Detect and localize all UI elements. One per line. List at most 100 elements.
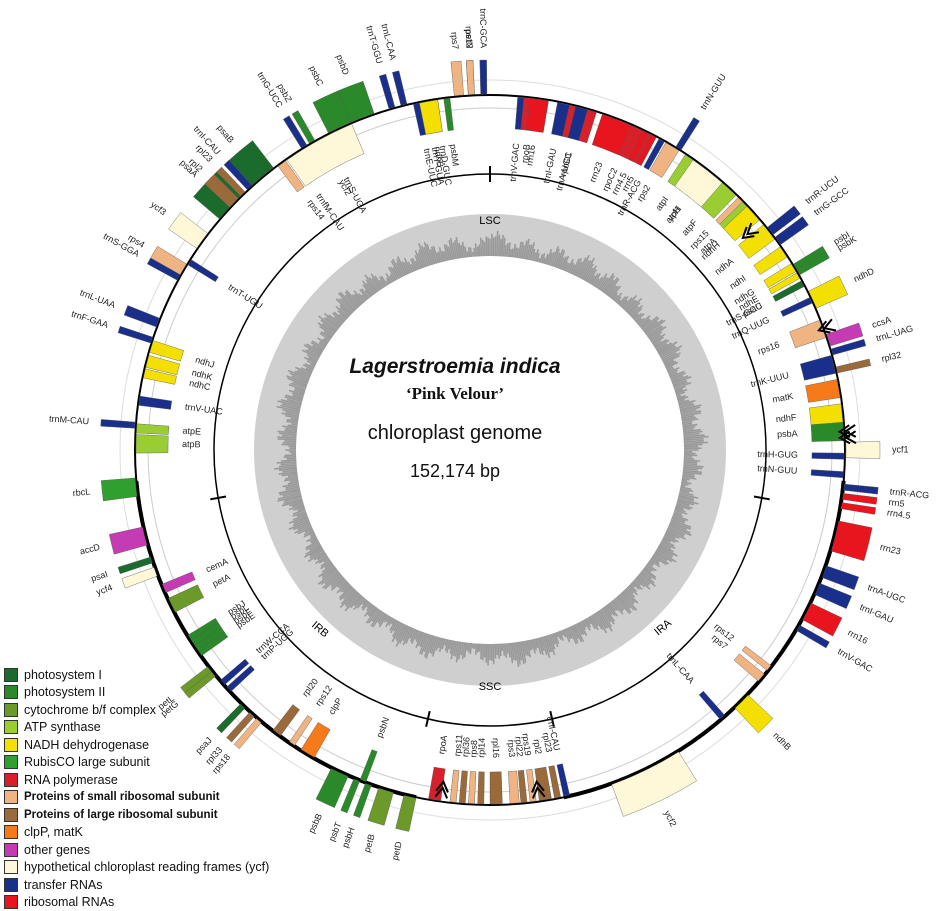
species-name: Lagerstroemia indica <box>305 355 605 379</box>
gene-label-rrn4.5: rrn4.5 <box>886 507 911 521</box>
gene-label-trnn-guu: trnN-GUU <box>698 72 728 111</box>
gene-label-ndhd: ndhD <box>852 266 876 284</box>
region-label-lsc: LSC <box>479 215 500 227</box>
legend-label: ATP synthase <box>24 720 101 734</box>
legend-item: Proteins of large ribosomal subunit <box>4 806 244 824</box>
legend-label: RNA polymerase <box>24 773 118 787</box>
gene-block-trnl-caa <box>699 691 724 719</box>
legend-swatch <box>4 720 18 734</box>
legend-swatch <box>4 668 18 682</box>
gene-block-rrn4.5 <box>841 503 876 515</box>
region-tick <box>754 497 770 500</box>
legend-label: other genes <box>24 843 90 857</box>
gene-label-ndhb: ndhB <box>771 730 793 752</box>
legend-item: photosystem II <box>4 684 244 702</box>
legend-label: NADH dehydrogenase <box>24 738 149 752</box>
gene-block-petb <box>368 788 394 825</box>
gene-label-ycf2: ycf2 <box>662 809 678 828</box>
gene-block-psbb <box>316 769 348 808</box>
legend-swatch <box>4 878 18 892</box>
gene-block-trnh-gug <box>812 453 844 459</box>
gene-block-psbm <box>444 98 454 130</box>
legend-item: ATP synthase <box>4 719 244 737</box>
legend-item: hypothetical chloroplast reading frames … <box>4 859 244 877</box>
gene-label-trna-ugc: trnA-UGC <box>866 582 907 605</box>
gene-block-trnf-gaa <box>118 326 152 343</box>
legend-label: ribosomal RNAs <box>24 895 114 909</box>
legend-swatch <box>4 703 18 717</box>
gene-block-rpl32 <box>836 359 871 373</box>
gene-block-rpl36 <box>459 771 467 803</box>
legend-swatch <box>4 895 18 909</box>
gene-label-rrn16: rrn16 <box>846 627 869 645</box>
legend-swatch <box>4 685 18 699</box>
gene-label-rps12: rps12 <box>463 26 474 49</box>
legend-swatch <box>4 755 18 769</box>
gene-label-rpl16: rpl16 <box>491 738 501 758</box>
gene-label-trnt-ugu: trnT-UGU <box>226 282 264 311</box>
gene-label-rrn5: rrn5 <box>888 497 905 509</box>
gene-block-trnk-uuu <box>800 355 835 380</box>
gene-label-petb: petB <box>362 833 377 854</box>
legend-label: Proteins of large ribosomal subunit <box>24 809 218 821</box>
gene-label-rpl14: rpl14 <box>476 738 487 758</box>
legend-swatch <box>4 860 18 874</box>
legend-swatch <box>4 790 18 804</box>
gene-label-rrn16: rrn16 <box>524 144 537 166</box>
gene-label-ycf1: ycf1 <box>892 444 909 454</box>
gene-label-trnh-gug: trnH-GUG <box>757 449 798 460</box>
gene-label-trnc-gca: trnC-GCA <box>478 8 489 48</box>
gene-label-psab: psaB <box>215 123 236 145</box>
gene-label-psai: psaI <box>90 569 109 584</box>
gene-label-rps16: rps16 <box>756 339 781 356</box>
legend-item: other genes <box>4 841 244 859</box>
gene-block-rrn23 <box>831 521 872 561</box>
gene-block-rps12 <box>466 60 474 94</box>
gene-label-petd: petD <box>390 840 404 861</box>
legend-item: ribosomal RNAs <box>4 894 244 911</box>
legend-item: cytochrome b/f complex <box>4 701 244 719</box>
legend-swatch <box>4 825 18 839</box>
gene-block-trnm-cau <box>101 419 135 428</box>
gene-label-atpb: atpB <box>182 439 201 449</box>
gene-block-trnv-uac <box>139 396 172 409</box>
gene-block-petd <box>396 795 416 831</box>
genome-size: 152,174 bp <box>305 461 605 482</box>
gene-label-psbt: psbT <box>327 820 344 843</box>
legend-item: RNA polymerase <box>4 771 244 789</box>
gene-block-matk <box>806 379 841 402</box>
gene-block-rps7 <box>451 61 464 96</box>
gene-block-trnl-caa <box>392 71 407 106</box>
gene-label-trnn-guu: trnN-GUU <box>757 463 798 476</box>
gene-label-clpp: clpP <box>327 696 345 716</box>
gene-label-matk: matK <box>772 391 794 404</box>
legend-item: photosystem I <box>4 666 244 684</box>
legend-item: transfer RNAs <box>4 876 244 894</box>
gene-block-rps11 <box>450 770 459 802</box>
gene-label-atpe: atpE <box>182 426 201 437</box>
gene-label-ndhi: ndhI <box>728 273 748 291</box>
gene-label-trni-gau: trnI-GAU <box>858 602 895 625</box>
region-label-ira: IRA <box>652 617 674 638</box>
region-label-irb: IRB <box>309 619 331 640</box>
legend-label: RubisCO large subunit <box>24 755 150 769</box>
gene-block-accd <box>109 527 147 554</box>
genome-type: chloroplast genome <box>305 422 605 445</box>
region-tick <box>210 497 226 500</box>
legend-swatch <box>4 808 18 822</box>
genome-title-block: Lagerstroemia indica ‘Pink Velour’ chlor… <box>305 355 605 482</box>
legend-label: photosystem II <box>24 685 105 699</box>
gene-label-trnv-gac: trnV-GAC <box>836 646 875 674</box>
gene-label-ycf1: ycf1 <box>665 204 683 223</box>
cultivar-name: ‘Pink Velour’ <box>305 384 605 404</box>
gene-label-trni-gau: trnI-GAU <box>541 148 558 185</box>
gene-label-psbh: psbH <box>340 826 357 849</box>
gene-label-psbc: psbC <box>307 64 325 88</box>
gene-block-ndhd <box>809 276 848 308</box>
gene-label-trnl-caa: trnL-CAA <box>665 651 697 685</box>
gene-label-ndha: ndhA <box>713 256 736 277</box>
legend-label: cytochrome b/f complex <box>24 703 156 717</box>
legend-swatch <box>4 738 18 752</box>
gene-block-rrn5 <box>843 493 878 504</box>
